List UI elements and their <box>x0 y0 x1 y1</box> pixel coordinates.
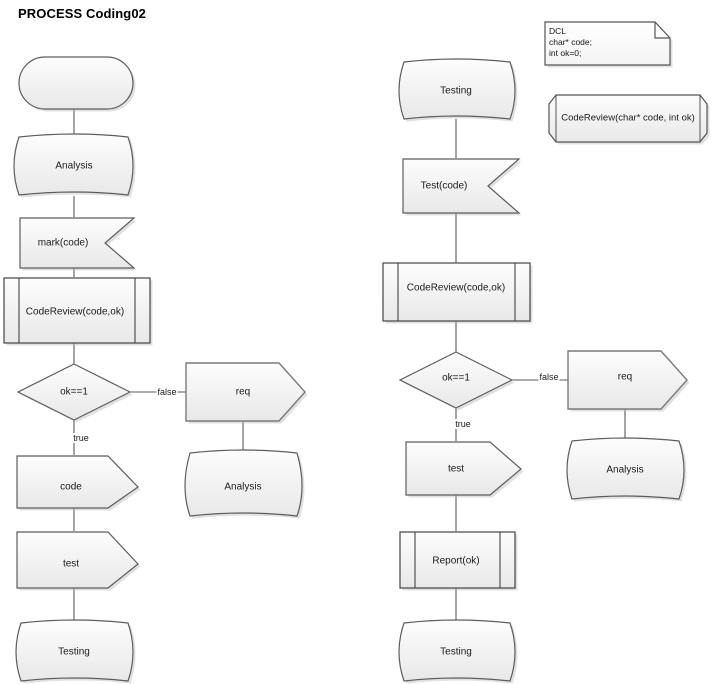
node-r-testing-start[interactable] <box>398 58 518 122</box>
node-l-testing[interactable] <box>15 619 136 684</box>
node-l-analysis[interactable] <box>13 133 136 198</box>
node-r-codereview[interactable] <box>382 262 533 324</box>
node-r-decision[interactable] <box>398 351 515 411</box>
node-r-test[interactable] <box>405 441 524 498</box>
node-r-report[interactable] <box>399 531 518 591</box>
page-title: PROCESS Coding02 <box>18 6 147 21</box>
node-r-testing-end[interactable] <box>398 619 518 684</box>
declaration-note[interactable] <box>544 21 673 68</box>
declaration-note-line1: DCL <box>549 26 567 36</box>
node-r-testcode[interactable] <box>402 158 522 216</box>
node-l-start[interactable] <box>18 56 136 112</box>
right-connectors <box>455 119 626 622</box>
edge-label-r-true: true <box>454 419 472 429</box>
declaration-note-line2: char* code; <box>549 37 592 47</box>
node-l-code[interactable] <box>16 455 141 511</box>
node-l-analysis2[interactable] <box>184 449 305 519</box>
node-l-codereview[interactable] <box>3 277 153 346</box>
edge-label-l-false: false <box>156 387 178 397</box>
node-l-mark[interactable] <box>19 217 137 271</box>
edge-label-r-false: false <box>538 372 560 382</box>
node-l-req[interactable] <box>185 362 308 424</box>
declaration-note-line3: int ok=0; <box>549 48 582 58</box>
edge-label-l-true: true <box>72 433 90 443</box>
node-l-decision[interactable] <box>16 363 133 423</box>
node-r-req[interactable] <box>567 350 690 412</box>
node-r-analysis[interactable] <box>566 437 687 502</box>
node-l-test[interactable] <box>16 531 141 591</box>
signature-box[interactable] <box>548 94 710 145</box>
